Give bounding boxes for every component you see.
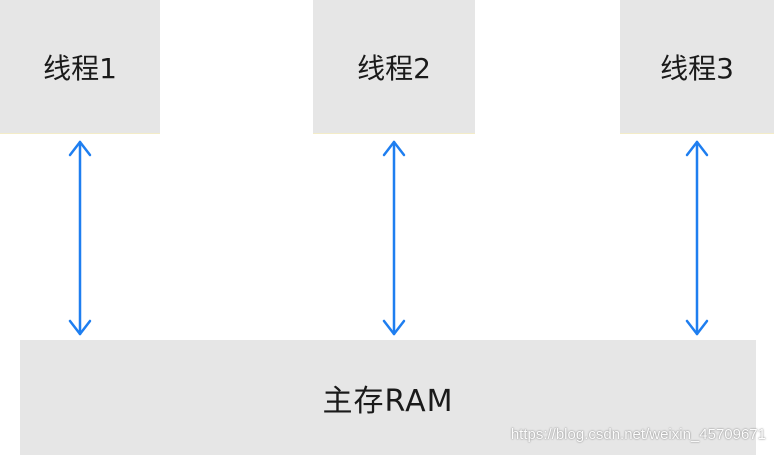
thread-1-label: 线程1 — [43, 51, 117, 85]
thread-2-label: 线程2 — [357, 51, 431, 85]
arrow-thread-3-ram — [685, 140, 709, 336]
main-memory-label: 主存RAM — [322, 383, 454, 419]
watermark-text: https://blog.csdn.net/weixin_45709671 — [510, 426, 766, 443]
arrow-thread-2-ram — [382, 140, 406, 336]
thread-1-box: 线程1 — [0, 0, 160, 134]
thread-3-box: 线程3 — [620, 0, 774, 134]
arrow-thread-1-ram — [68, 140, 92, 336]
thread-2-box: 线程2 — [313, 0, 475, 134]
thread-3-label: 线程3 — [660, 51, 734, 85]
main-memory-box: 主存RAM — [20, 340, 756, 455]
